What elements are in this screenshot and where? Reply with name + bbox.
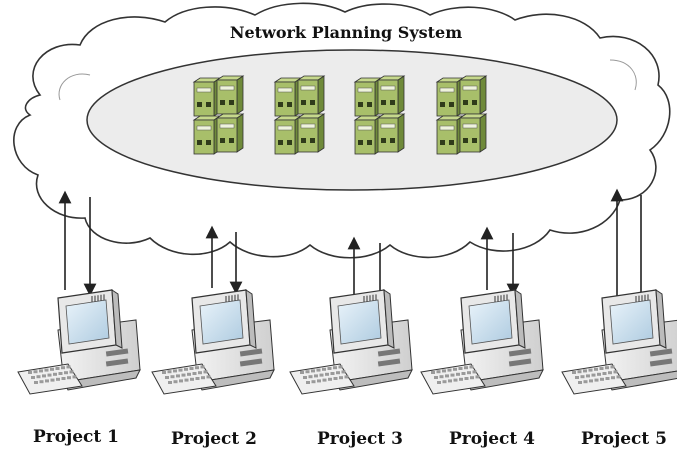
desktop-computer-icon — [289, 289, 413, 395]
project-label-2: Project 2 — [171, 429, 257, 449]
connection-arrows — [58, 188, 648, 307]
project-label-3: Project 3 — [317, 429, 403, 449]
bidirectional-arrow-icon — [58, 190, 97, 297]
project-label-4: Project 4 — [449, 429, 535, 449]
server-group — [192, 75, 488, 155]
desktop-computer-icon — [151, 289, 275, 395]
server-rack-icon — [273, 75, 326, 155]
desktop-computer-icon — [561, 289, 677, 395]
computer-group — [17, 289, 677, 395]
desktop-computer-icon — [420, 289, 544, 395]
desktop-computer-icon — [17, 289, 141, 395]
server-pool-ellipse — [86, 49, 618, 191]
server-rack-icon — [353, 75, 406, 155]
server-rack-icon — [192, 75, 245, 155]
bidirectional-arrow-icon — [610, 188, 648, 307]
server-rack-icon — [435, 75, 488, 155]
diagram-title: Network Planning System — [230, 23, 462, 42]
bidirectional-arrow-icon — [205, 225, 243, 295]
bidirectional-arrow-icon — [480, 226, 520, 297]
project-label-5: Project 5 — [581, 429, 667, 449]
project-label-1: Project 1 — [33, 427, 119, 447]
